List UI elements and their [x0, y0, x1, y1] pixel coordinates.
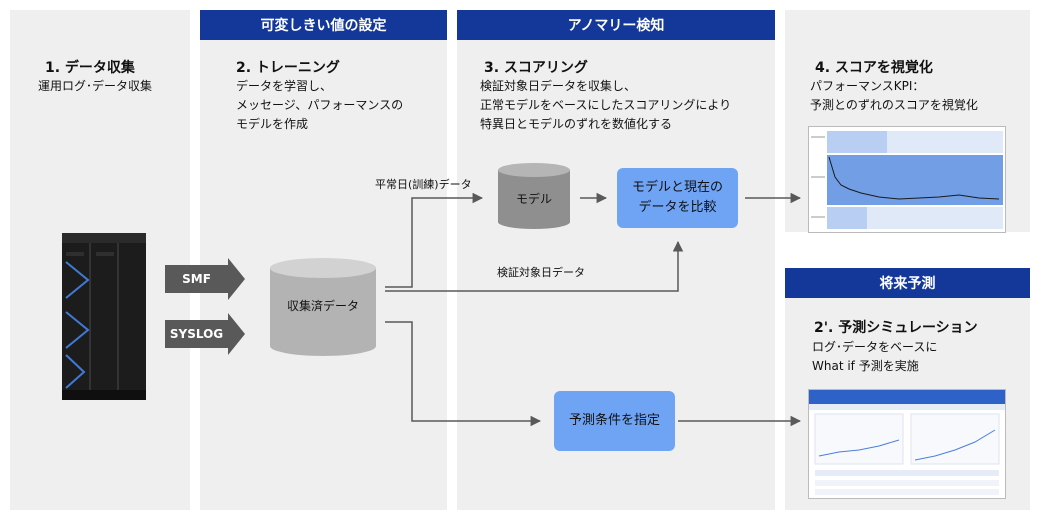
mainframe-server-icon: [62, 233, 146, 400]
predict-box: 予測条件を指定: [554, 391, 675, 451]
step3-title: 3. スコアリング: [484, 60, 588, 76]
model-label: モデル: [515, 191, 552, 206]
step3-desc: 検証対象日データを収集し、 正常モデルをベースにしたスコアリングにより 特異日と…: [480, 79, 732, 131]
step4-title: 4. スコアを視覚化: [815, 60, 933, 76]
syslog-label: SYSLOG: [169, 327, 224, 341]
header-threshold: 可変しきい値の設定: [200, 10, 447, 40]
model-cylinder: [498, 163, 570, 229]
collected-data-cylinder: [270, 258, 376, 356]
header-forecast: 将来予測: [785, 268, 1030, 298]
syslog-label-wrap: SYSLOG: [165, 320, 228, 348]
step2b-desc: ログ･データをベースに What if 予測を実施: [812, 340, 938, 373]
step4-desc: パフォーマンスKPI： 予測とのずれのスコアを視覚化: [810, 79, 978, 112]
predict-connector: [385, 321, 542, 427]
step2-desc: データを学習し、 メッセージ、パフォーマンスの モデルを作成: [236, 79, 404, 131]
smf-arrow: [165, 258, 245, 300]
step1-title: 1. データ収集: [45, 60, 135, 76]
syslog-arrow: [165, 313, 245, 355]
smf-label-wrap: SMF: [165, 265, 228, 293]
verify-connector: [385, 240, 684, 292]
training-data-label: 平常日(訓練)データ: [375, 178, 472, 191]
kpi-score-heatmap-thumbnail: [808, 126, 1006, 233]
compare-box: モデルと現在の データを比較: [617, 168, 738, 228]
step2-title: 2. トレーニング: [236, 60, 340, 76]
header-anomaly: アノマリー検知: [457, 10, 775, 40]
verify-data-label: 検証対象日データ: [497, 266, 585, 279]
collected-data-label: 収集済データ: [286, 298, 359, 313]
step2b-title: 2'. 予測シミュレーション: [814, 320, 978, 336]
step1-desc: 運用ログ･データ収集: [38, 79, 153, 93]
training-connector: [385, 192, 484, 288]
simulation-dashboard-thumbnail: [808, 389, 1006, 499]
smf-label: SMF: [182, 272, 211, 286]
